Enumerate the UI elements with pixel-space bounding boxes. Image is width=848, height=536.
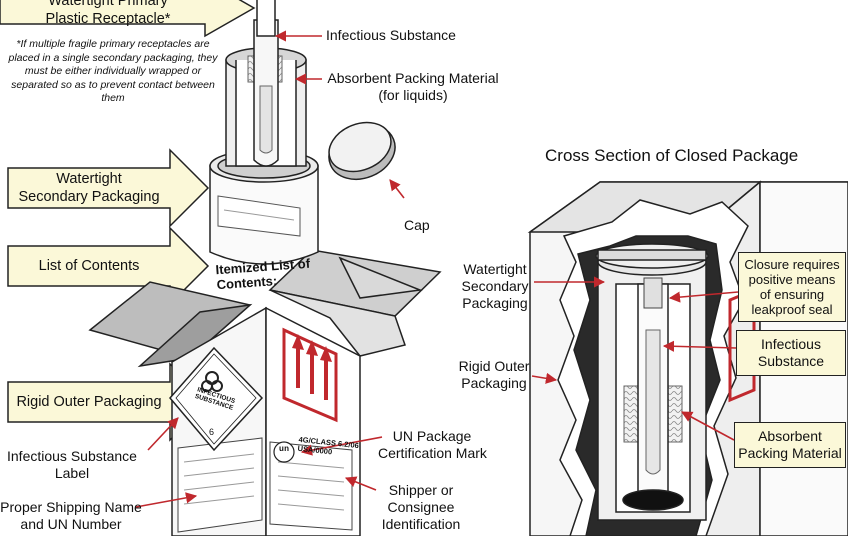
un-mark [273, 441, 295, 463]
proper-name-line-1: Proper Shipping Name [0, 499, 142, 515]
xs-absorbent-box: Absorbent Packing Material [734, 422, 846, 468]
xs-outer-line-2: Packaging [461, 375, 527, 391]
callout-infectious-label: Infectious Substance Label [2, 448, 142, 482]
arrow-text-primary: Watertight Primary Plastic Receptacle* [18, 0, 198, 28]
secondary-canister [209, 149, 319, 265]
callout-proper-shipping-name: Proper Shipping Name and UN Number [0, 499, 142, 533]
xs-secondary-line-3: Packaging [462, 295, 528, 311]
callout-un-mark: UN Package Certification Mark [378, 428, 487, 462]
arrow-primary-receptacle [0, 0, 256, 38]
un-mark-line-1: UN Package [392, 428, 472, 444]
shipper-line-3: Identification [381, 516, 461, 532]
callout-cap: Cap [404, 217, 430, 233]
un-symbol: u n [279, 444, 289, 453]
xs-secondary-line-1: Watertight [463, 261, 527, 277]
orientation-arrows [282, 327, 338, 423]
footnote: *If multiple fragile primary receptacles… [8, 38, 218, 104]
closure-line-1: Closure requires [744, 257, 840, 272]
primary-receptacle [225, 0, 307, 167]
cross-section-title: Cross Section of Closed Package [545, 146, 799, 165]
xs-infectious-box: Infectious Substance [736, 330, 846, 376]
xs-absorbent-line-2: Packing Material [738, 445, 842, 461]
cap [328, 121, 396, 181]
outer-box [88, 249, 442, 536]
un-mark-line-2: Certification Mark [378, 445, 487, 461]
xs-outer-line-1: Rigid Outer [458, 358, 530, 374]
arrow-secondary-packaging [7, 148, 210, 228]
left-pointers [135, 30, 405, 508]
right-pointers [531, 276, 739, 441]
absorbent-line-1: Absorbent Packing Material [327, 70, 499, 86]
xs-infectious-line-1: Infectious [761, 336, 821, 352]
shipper-line-2: Consignee [387, 499, 455, 515]
callout-shipper: Shipper or Consignee Identification [376, 482, 466, 533]
absorbent-line-2: (for liquids) [378, 87, 448, 103]
infectious-label-line-2: Label [54, 465, 90, 481]
callout-infectious-substance: Infectious Substance [326, 27, 456, 43]
shipper-line-1: Shipper or [388, 482, 454, 498]
proper-name-line-2: and UN Number [20, 516, 122, 532]
xs-outer-label: Rigid Outer Packaging [456, 358, 532, 392]
arrow-text-outer: Rigid Outer Packaging [16, 394, 162, 410]
callout-absorbent: Absorbent Packing Material (for liquids) [324, 70, 502, 104]
closure-line-3: of ensuring [759, 287, 825, 302]
secondary-line-1: Watertight [56, 171, 122, 187]
closure-line-2: positive means [748, 272, 836, 287]
primary-line-1: Watertight Primary [48, 0, 168, 9]
infectious-label-line-1: Infectious Substance [7, 448, 137, 464]
xs-secondary-line-2: Secondary [461, 278, 529, 294]
arrow-text-secondary: Watertight Secondary Packaging [10, 170, 168, 206]
infectious-label-diamond [169, 346, 264, 452]
closure-line-4: leakproof seal [751, 302, 833, 317]
primary-line-2: Plastic Receptacle* [45, 11, 171, 27]
arrow-text-contents: List of Contents [38, 258, 140, 274]
xs-secondary-label: Watertight Secondary Packaging [456, 261, 534, 312]
xs-absorbent-line-1: Absorbent [758, 428, 822, 444]
xs-infectious-line-2: Substance [757, 353, 825, 369]
xs-closure-box: Closure requires positive means of ensur… [738, 252, 846, 322]
diamond-class: 6 [209, 427, 215, 437]
secondary-line-2: Secondary Packaging [18, 189, 160, 205]
